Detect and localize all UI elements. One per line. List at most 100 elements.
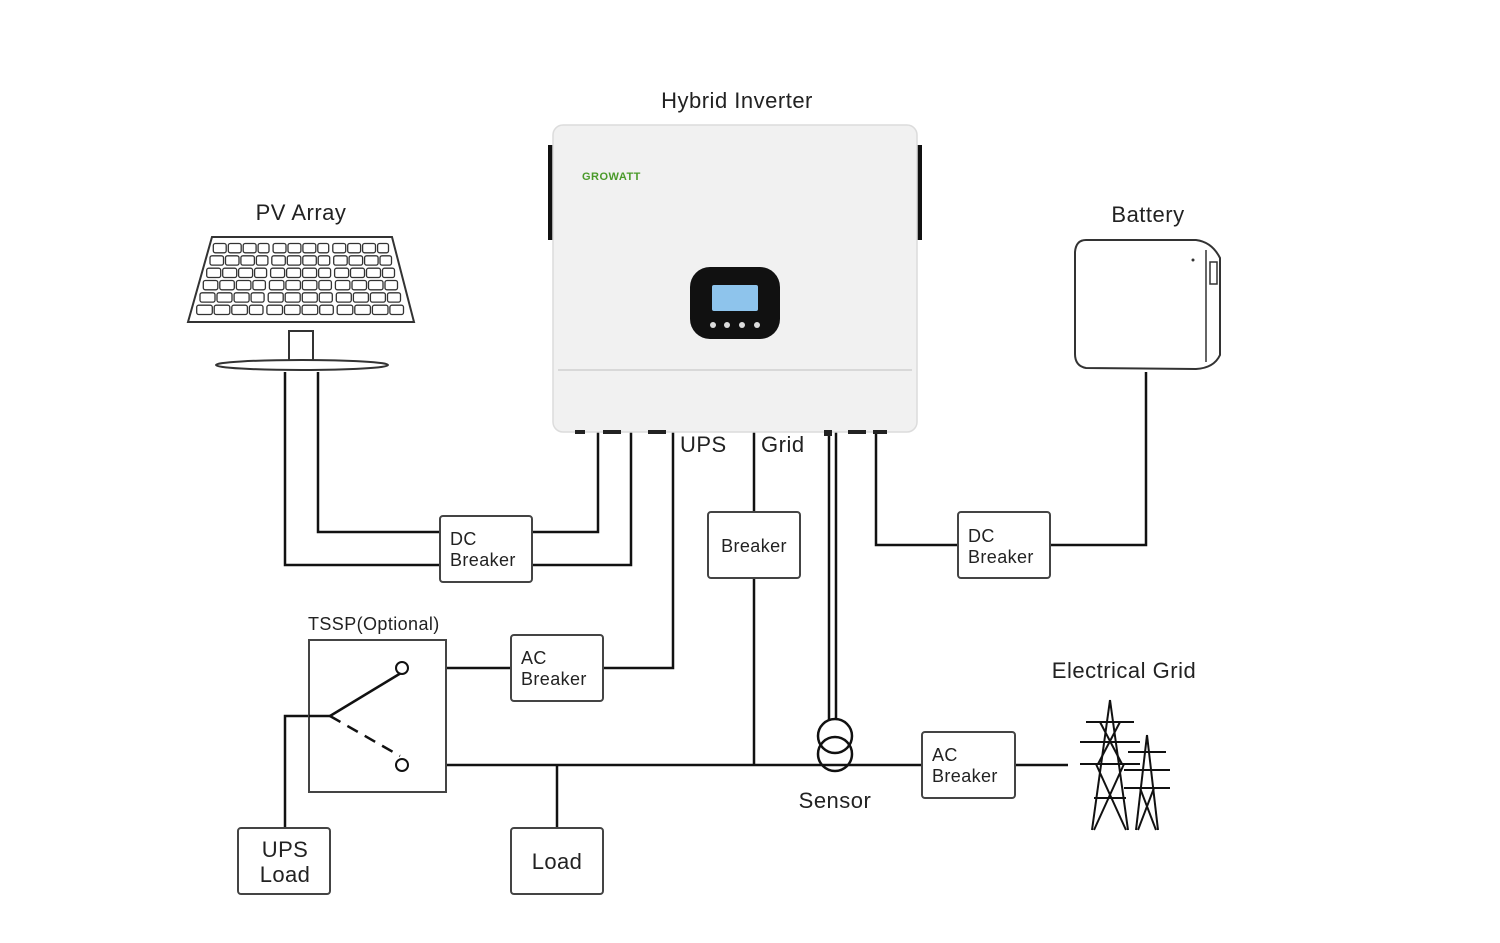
- wire-pv-inner: [316, 372, 440, 534]
- solar-cell: [219, 279, 235, 291]
- breaker-grid-label: Breaker: [721, 536, 787, 556]
- battery-icon: [1074, 239, 1221, 371]
- solar-cell: [252, 279, 267, 291]
- dc-breaker-pv-line2: Breaker: [450, 550, 516, 570]
- solar-cell: [199, 292, 216, 303]
- breaker-grid: Breaker: [707, 511, 801, 579]
- solar-cell: [284, 292, 301, 303]
- solar-cell: [367, 279, 384, 291]
- solar-cell: [235, 279, 252, 291]
- electrical-grid: Electrical Grid: [1052, 658, 1196, 831]
- solar-cell: [224, 255, 240, 266]
- solar-cell: [363, 255, 379, 266]
- lcd-screen: [712, 285, 758, 311]
- solar-cell: [222, 267, 238, 279]
- solar-cell: [351, 279, 368, 291]
- solar-cell: [334, 279, 351, 291]
- ac-breaker-ups-line2: Breaker: [521, 669, 587, 689]
- ac-breaker-ups-line1: AC: [521, 648, 547, 668]
- solar-cell: [267, 292, 284, 303]
- solar-cell: [336, 304, 354, 316]
- solar-cell: [237, 267, 254, 279]
- solar-cell: [302, 255, 317, 266]
- dc-breaker-battery: DC Breaker: [957, 511, 1051, 579]
- solar-cell: [301, 304, 319, 316]
- ups-load: UPS Load: [237, 827, 331, 895]
- solar-cell: [352, 292, 370, 303]
- tssp-switch: TSSP(Optional): [308, 614, 447, 793]
- solar-cell: [318, 292, 333, 303]
- sensor: Sensor: [799, 717, 872, 813]
- switch-arm: [329, 671, 402, 718]
- ups-load-line2: Load: [260, 862, 311, 887]
- solar-cell: [347, 242, 362, 254]
- wire-ups: [603, 432, 675, 670]
- solar-cell: [389, 304, 405, 316]
- battery-title: Battery: [1111, 202, 1184, 227]
- ct-coil-bottom: [816, 735, 854, 773]
- solar-cell: [202, 279, 219, 291]
- inverter-handle-right: [916, 145, 922, 240]
- solar-cell: [333, 267, 350, 279]
- solar-cells: [196, 242, 405, 316]
- wiring: [283, 372, 1148, 828]
- solar-cell: [240, 255, 256, 266]
- panel-base: [215, 359, 389, 371]
- dc-breaker-pv: DC Breaker: [439, 515, 533, 583]
- solar-cell: [319, 304, 334, 316]
- solar-cell: [266, 304, 284, 316]
- solar-cell: [371, 304, 389, 316]
- panel-post: [288, 330, 314, 364]
- solar-cell: [268, 279, 285, 291]
- solar-cell: [196, 304, 213, 316]
- solar-cell: [206, 267, 222, 279]
- solar-cell: [286, 255, 302, 266]
- solar-cell: [285, 279, 302, 291]
- solar-cell: [212, 242, 227, 254]
- inverter-title: Hybrid Inverter: [661, 88, 813, 113]
- solar-cell: [381, 267, 396, 279]
- solar-cell: [255, 255, 269, 266]
- solar-cell: [271, 255, 286, 266]
- solar-cell: [348, 255, 364, 266]
- load: Load: [510, 827, 604, 895]
- solar-cell: [379, 255, 393, 266]
- solar-cell: [301, 279, 318, 291]
- solar-cell: [384, 279, 399, 291]
- solar-cell: [332, 242, 347, 254]
- solar-cell: [333, 255, 348, 266]
- solar-cell: [317, 267, 332, 279]
- load-label: Load: [532, 849, 583, 874]
- display-buttons: [710, 322, 760, 328]
- solar-cell: [301, 292, 318, 303]
- inverter-brand: GROWATT: [582, 171, 641, 183]
- ac-breaker-grid: AC Breaker: [921, 731, 1016, 799]
- sensor-label: Sensor: [799, 788, 872, 813]
- power-tower-icon: [1080, 699, 1170, 831]
- dc-breaker-pv-line1: DC: [450, 529, 477, 549]
- ac-breaker-ups: AC Breaker: [510, 634, 604, 702]
- dc-breaker-batt-line2: Breaker: [968, 547, 1034, 567]
- solar-cell: [365, 267, 382, 279]
- pv-title: PV Array: [256, 200, 347, 225]
- wire-dc-inv-inner: [532, 432, 600, 534]
- hybrid-inverter: Hybrid Inverter GROWATT UPS Grid: [548, 88, 922, 457]
- ac-breaker-grid-line2: Breaker: [932, 766, 998, 786]
- solar-cell: [216, 292, 233, 303]
- solar-cell: [285, 267, 302, 279]
- pv-array: PV Array: [186, 200, 416, 371]
- solar-cell: [213, 304, 231, 316]
- solar-cell: [257, 242, 270, 254]
- switch-contact-top: [395, 661, 409, 675]
- wire-dc-inv-outer: [532, 432, 633, 567]
- solar-cell: [242, 242, 257, 254]
- solar-cell: [301, 267, 318, 279]
- wire-pv-outer: [283, 372, 440, 567]
- solar-cell: [250, 292, 265, 303]
- solar-cell: [248, 304, 264, 316]
- solar-cell: [376, 242, 390, 254]
- grid-title: Electrical Grid: [1052, 658, 1196, 683]
- solar-cell: [318, 279, 333, 291]
- dc-breaker-batt-line1: DC: [968, 526, 995, 546]
